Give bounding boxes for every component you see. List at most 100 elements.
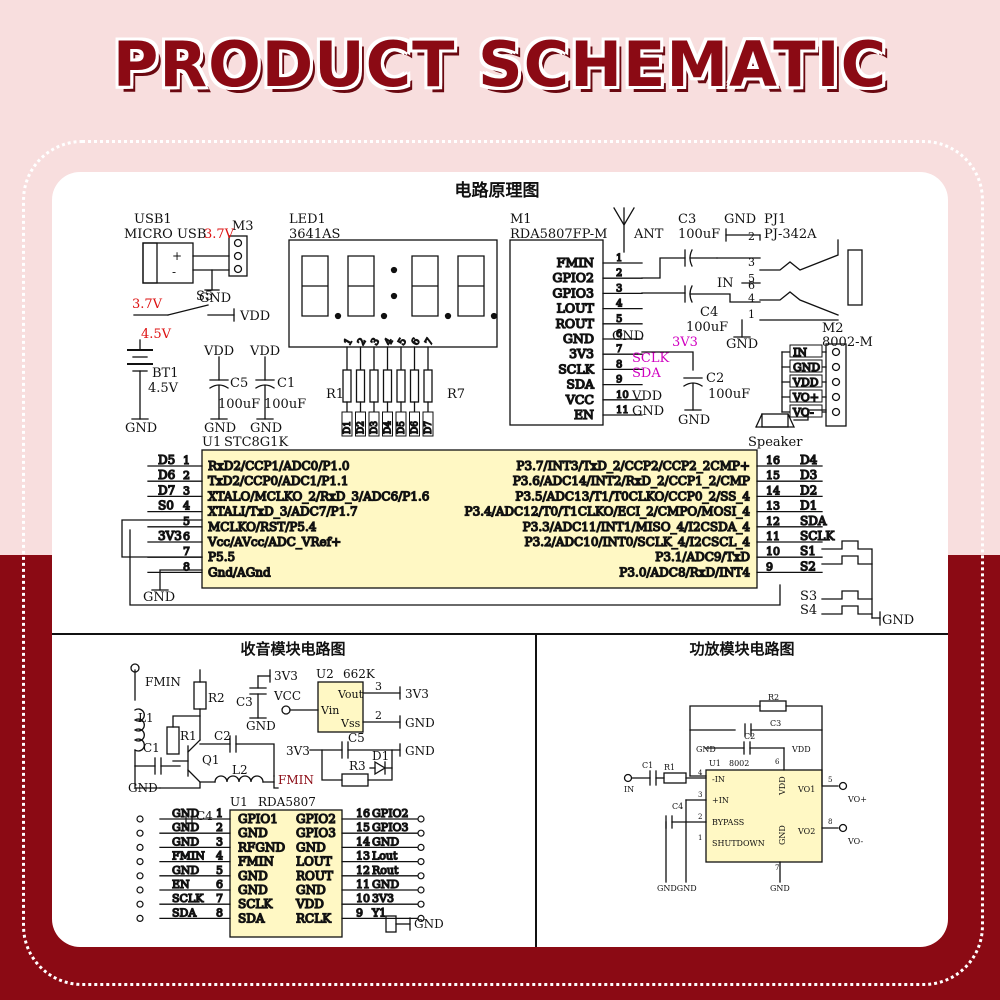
amp-pin-number: 2 <box>698 813 702 821</box>
rda-right-net: 3V3 <box>372 892 394 905</box>
page-title: PRODUCT SCHEMATIC <box>112 28 888 101</box>
amp-pin-number: 6 <box>775 758 780 766</box>
u1-left-pin-name: Vcc/AVcc/ADC_VRef+ <box>207 535 341 549</box>
u1-left-net: D6 <box>158 468 175 482</box>
diode-net-label: D5 <box>397 421 407 434</box>
bt1-ref: BT1 <box>152 366 179 381</box>
rda-right-terminal <box>417 843 425 852</box>
radio-r2: R2 <box>208 691 225 705</box>
m1-pin-name: GND <box>563 331 594 346</box>
radio-gnd: GND <box>128 781 158 795</box>
amp-pin-number: 5 <box>828 776 832 784</box>
u2-part: 662K <box>343 667 376 681</box>
m3-gnd: GND <box>199 291 231 306</box>
m1-sda: SDA <box>632 366 661 381</box>
rda-left-pin-name: GND <box>238 826 268 840</box>
rda-right-net: Y1 <box>371 906 386 919</box>
u1-right-net: D2 <box>800 483 817 497</box>
u1-left-net: 3V3 <box>158 529 182 543</box>
rda-right-terminal <box>417 857 425 866</box>
rda-ref: U1 <box>230 795 248 809</box>
rda-right-pin-name: GPIO2 <box>296 812 336 826</box>
dotted-frame <box>22 140 984 986</box>
amp-pin-number: 4 <box>698 769 703 777</box>
u1-right-pin-number: 13 <box>766 500 780 513</box>
rda-left-pin-number: 1 <box>216 807 223 820</box>
bt1-gnd: GND <box>125 421 157 436</box>
radio-d1: D1 <box>372 749 389 763</box>
amp-pin-number: 3 <box>698 791 702 799</box>
rda-right-terminal <box>417 872 425 880</box>
m3-ref: M3 <box>232 219 254 234</box>
rda-left-net: SCLK <box>172 892 204 905</box>
c5-ref: C5 <box>230 376 248 391</box>
amp-gnd: GND <box>696 745 716 754</box>
amp-gnd-c: GND <box>770 884 790 893</box>
r7-label: R7 <box>447 387 465 402</box>
amp-c3: C3 <box>770 719 781 728</box>
rda-right-terminal <box>417 886 425 894</box>
c2-ref: C2 <box>706 371 724 386</box>
m2-pin-label: IN <box>793 346 807 359</box>
c1-ref: C1 <box>277 376 295 391</box>
radio-r3: R3 <box>349 759 366 773</box>
rda-right-pin-name: GPIO3 <box>296 826 336 840</box>
rda-c4: C4 <box>196 809 213 823</box>
radio-3v3: 3V3 <box>274 669 298 683</box>
diode-net-label: D6 <box>411 421 421 434</box>
rda-left-terminal <box>136 914 144 923</box>
u2-gnd: GND <box>405 716 435 730</box>
c4-ref: C4 <box>700 305 718 320</box>
m2-pin-label: GND <box>793 361 820 374</box>
c5-value: 100uF <box>218 397 260 412</box>
radio-title: 收音模块电路图 <box>240 640 345 658</box>
c2-value: 100uF <box>708 387 750 402</box>
radio-vcc: VCC <box>273 689 301 703</box>
rda-left-terminal <box>136 815 144 823</box>
pj1-in: IN <box>717 276 734 291</box>
u1-left-net: D7 <box>158 483 175 497</box>
amp-pin-number: 1 <box>698 834 702 842</box>
pj1-ref: PJ1 <box>764 212 786 227</box>
radio-gnd2: GND <box>246 719 276 733</box>
bt1-value: 4.5V <box>148 381 179 396</box>
u1-left-pin-name: Gnd/AGnd <box>208 565 271 579</box>
rda-right-net: Lout <box>372 850 398 863</box>
rda-right-pin-name: GND <box>296 883 326 897</box>
u1-left-pin-number: 4 <box>183 500 190 513</box>
m2-net-box <box>789 344 823 358</box>
led-ref: LED1 <box>289 212 326 227</box>
u1-right-pin-number: 15 <box>766 469 780 482</box>
c2-gnd: GND <box>678 413 710 428</box>
rda-left-pin-number: 2 <box>216 821 223 834</box>
u1-right-net: SDA <box>800 514 827 528</box>
u1-left-pin-name: TxD2/CCP0/ADC1/P1.1 <box>208 474 349 488</box>
rda-right-net: GPIO3 <box>372 821 409 834</box>
m2-net-box <box>789 359 823 373</box>
m2-ref: M2 <box>822 321 844 336</box>
usb-plus: + <box>172 249 182 263</box>
rda-right-net: GND <box>372 835 399 848</box>
u1-left-pin-number: 3 <box>183 484 190 497</box>
amp-part: 8002 <box>729 759 749 768</box>
amp-shutdown: SHUTDOWN <box>712 839 765 848</box>
amp-in: IN <box>624 785 634 794</box>
rda-left-pin-number: 7 <box>216 892 223 905</box>
m1-pin-number: 6 <box>616 329 622 340</box>
u1-right-net: D1 <box>800 499 817 513</box>
amp-c2: C2 <box>744 732 755 741</box>
m1-ref: M1 <box>510 212 532 227</box>
rda-right-pin-number: 14 <box>356 835 370 848</box>
rda-right-pin-name: VDD <box>295 897 324 911</box>
m2-pin-hole <box>831 347 841 357</box>
rda-left-pin-number: 8 <box>216 906 223 919</box>
amp-pin-in-neg: -IN <box>712 775 725 784</box>
m2-pin-hole <box>831 362 841 372</box>
u1-gnd: GND <box>143 590 175 605</box>
u1-ref: U1 <box>202 435 221 450</box>
pj1-pin-number: 5 <box>748 272 755 285</box>
m1-pin-number: 4 <box>616 299 622 310</box>
u1-left-pin-name: XTALO/MCLKO_2/RxD_3/ADC6/P1.6 <box>208 489 429 503</box>
